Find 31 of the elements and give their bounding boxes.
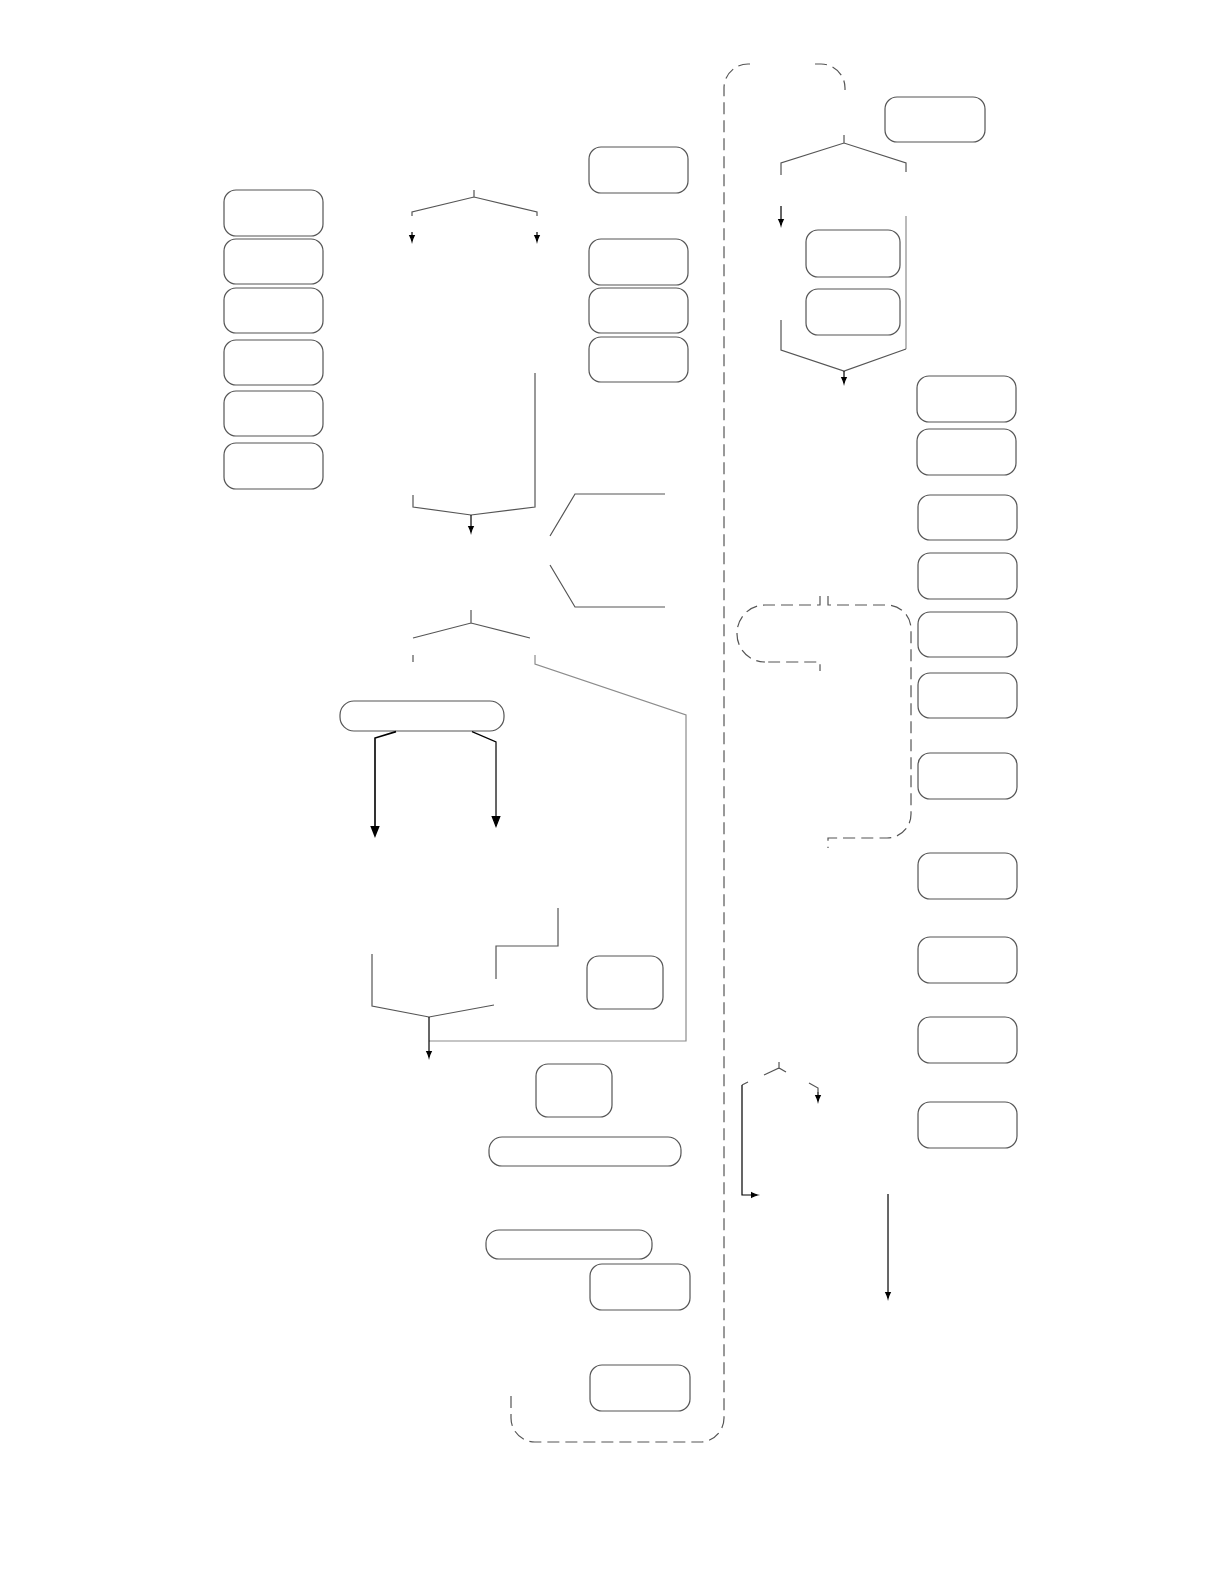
rounded-box — [884, 96, 986, 143]
rounded-box — [223, 442, 324, 490]
rounded-box — [339, 700, 505, 732]
rounded-box — [589, 1263, 691, 1311]
rounded-box — [488, 1136, 682, 1167]
rounded-box — [917, 936, 1018, 984]
rounded-box — [917, 1101, 1018, 1149]
rounded-box — [588, 146, 689, 194]
rounded-box — [223, 189, 324, 237]
rounded-box — [917, 494, 1018, 541]
rounded-box — [588, 287, 689, 334]
rounded-box — [917, 1016, 1018, 1064]
rounded-box — [223, 390, 324, 437]
rounded-box — [588, 238, 689, 286]
rounded-box — [588, 336, 689, 383]
rounded-box — [223, 339, 324, 386]
rounded-box — [917, 852, 1018, 900]
rounded-box — [223, 238, 324, 285]
rounded-box — [917, 611, 1018, 658]
rounded-box — [917, 552, 1018, 600]
rounded-box — [586, 955, 664, 1010]
rounded-box — [917, 752, 1018, 800]
rounded-box — [535, 1063, 613, 1118]
rounded-box — [917, 672, 1018, 719]
rounded-box — [916, 428, 1017, 476]
rounded-box — [916, 375, 1017, 423]
rounded-box — [223, 287, 324, 334]
rounded-box — [805, 229, 901, 278]
rounded-box — [589, 1364, 691, 1412]
rounded-box — [805, 288, 901, 336]
rounded-box — [485, 1229, 653, 1260]
